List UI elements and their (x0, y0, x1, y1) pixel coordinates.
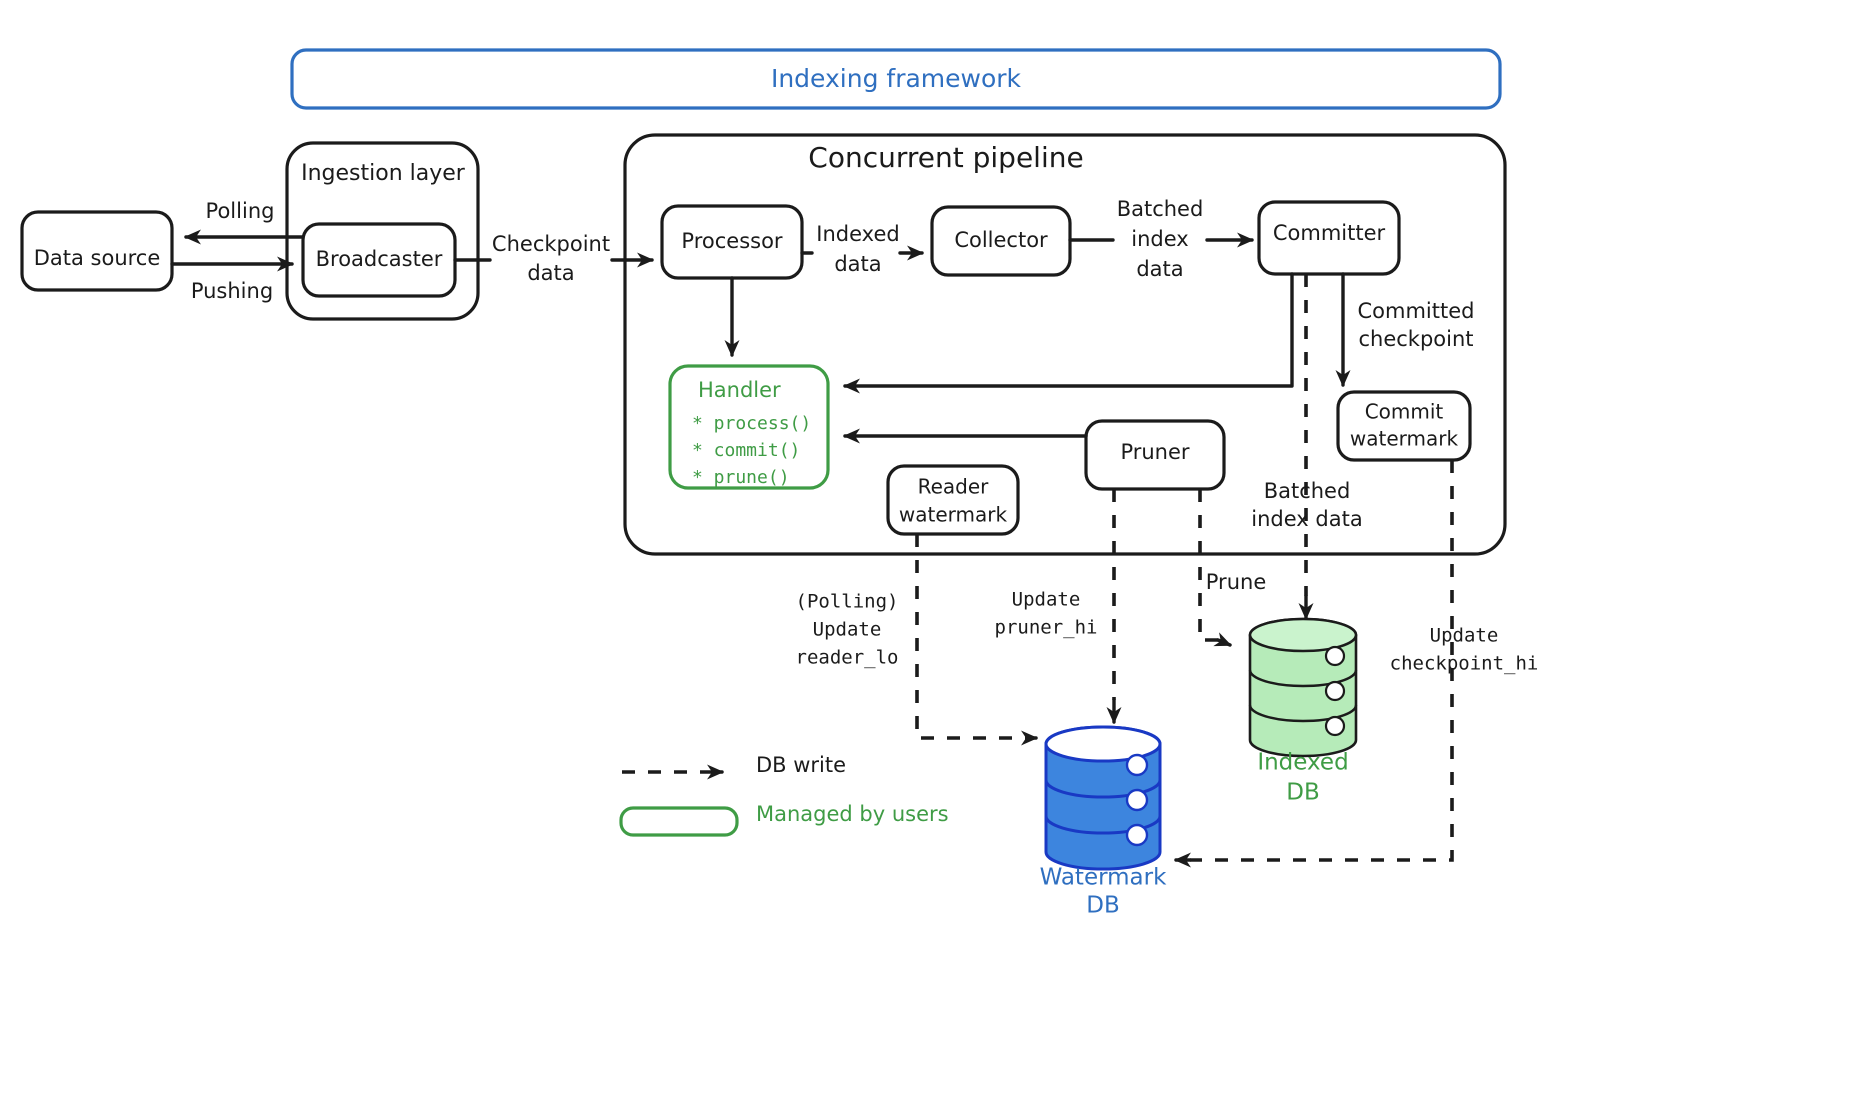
node-processor-label: Processor (681, 229, 783, 253)
edge-update-pruner-hi-label-2: pruner_hi (995, 617, 1098, 639)
edge-batched-index-data: Batched index data (1068, 197, 1252, 281)
edge-checkpoint-data-label-1: Checkpoint (492, 232, 610, 256)
edge-batched-index-data2-label-2: index data (1251, 507, 1362, 531)
node-commit-watermark[interactable]: Commit watermark (1336, 390, 1472, 462)
node-handler-method-commit: * commit() (692, 440, 800, 461)
group-title-indexing-framework: Indexing framework (771, 64, 1022, 93)
edge-committer-to-indexed-db: Batched index data (1251, 274, 1363, 620)
edge-update-checkpoint-hi-label-2: checkpoint_hi (1390, 653, 1539, 675)
edge-batched-index-data-label-3: data (1136, 257, 1183, 281)
edge-commit-watermark-to-watermark-db: Update checkpoint_hi (1174, 460, 1539, 868)
edge-reader-watermark-to-watermark-db: (Polling) Update reader_lo (796, 534, 1038, 746)
node-handler-title: Handler (698, 378, 781, 402)
edge-pruner-to-indexed-db: Prune (1198, 489, 1266, 647)
legend-item-db-write: DB write (622, 753, 846, 780)
edge-batched-index-data-label-2: index (1131, 227, 1188, 251)
group-title-ingestion-layer: Ingestion layer (301, 161, 466, 186)
node-broadcaster[interactable]: Broadcaster (301, 222, 457, 298)
node-reader-watermark[interactable]: Reader watermark (886, 464, 1020, 536)
legend-item-managed-by-users: Managed by users (619, 802, 949, 837)
edge-batched-index-data2-label-1: Batched (1264, 479, 1351, 503)
database-indexed-db-label-2: DB (1286, 780, 1320, 806)
database-indexed-db-label-1: Indexed (1257, 750, 1348, 776)
group-ingestion-layer: Ingestion layer (285, 141, 480, 321)
legend: DB write Managed by users (619, 753, 949, 837)
node-reader-watermark-label-2: watermark (899, 503, 1008, 527)
node-handler-method-prune: * prune() (692, 467, 790, 488)
edge-pushing-label: Pushing (191, 279, 273, 303)
node-committer[interactable]: Committer (1257, 200, 1401, 276)
node-collector[interactable]: Collector (930, 205, 1072, 277)
legend-label-db-write: DB write (756, 753, 846, 777)
node-data-source[interactable]: Data source (20, 210, 174, 292)
edge-committed-checkpoint-label-2: checkpoint (1358, 327, 1473, 351)
edge-pruner-to-watermark-db: Update pruner_hi (995, 489, 1122, 724)
legend-label-managed-by-users: Managed by users (756, 802, 949, 826)
node-broadcaster-label: Broadcaster (316, 247, 443, 271)
edge-update-checkpoint-hi-label-1: Update (1430, 625, 1499, 647)
node-reader-watermark-label-1: Reader (918, 475, 990, 499)
edge-checkpoint-data: Checkpoint data (453, 232, 652, 285)
node-handler-method-process: * process() (692, 413, 811, 434)
node-handler[interactable]: Handler * process() * commit() * prune() (668, 364, 830, 490)
edge-update-pruner-hi-label-1: Update (1012, 589, 1081, 611)
node-processor[interactable]: Processor (660, 204, 804, 280)
group-concurrent-pipeline: Concurrent pipeline (623, 133, 1507, 556)
edge-indexed-data-label-1: Indexed (816, 222, 899, 246)
database-indexed-db[interactable]: Indexed DB (1248, 617, 1358, 806)
edge-prune-label: Prune (1206, 570, 1266, 594)
edge-committed-checkpoint-label-1: Committed (1358, 299, 1475, 323)
node-commit-watermark-label-1: Commit (1365, 400, 1444, 424)
node-collector-label: Collector (954, 228, 1048, 252)
edge-indexed-data: Indexed data (800, 222, 922, 276)
edge-committer-to-handler (843, 272, 1294, 394)
edge-reader-watermark-label-3: reader_lo (796, 647, 899, 669)
edge-polling: Polling (184, 199, 305, 245)
edge-checkpoint-data-label-2: data (527, 261, 574, 285)
node-pruner-label: Pruner (1120, 440, 1189, 464)
edge-reader-watermark-label-2: Update (813, 619, 882, 641)
database-watermark-db[interactable]: Watermark DB (1040, 725, 1168, 919)
edge-batched-index-data-label-1: Batched (1117, 197, 1204, 221)
group-title-concurrent-pipeline: Concurrent pipeline (808, 141, 1083, 174)
edge-pushing: Pushing (170, 256, 294, 303)
edge-committed-checkpoint: Committed checkpoint (1335, 272, 1475, 387)
database-watermark-db-label-2: DB (1086, 893, 1120, 919)
edge-reader-watermark-label-1: (Polling) (796, 591, 899, 613)
database-watermark-db-label-1: Watermark (1040, 865, 1168, 891)
node-committer-label: Committer (1273, 221, 1386, 245)
group-indexing-framework: Indexing framework (290, 48, 1502, 110)
node-pruner[interactable]: Pruner (1084, 419, 1226, 491)
node-commit-watermark-label-2: watermark (1350, 427, 1459, 451)
edge-indexed-data-label-2: data (834, 252, 881, 276)
node-data-source-label: Data source (34, 246, 161, 270)
edge-polling-label: Polling (206, 199, 275, 223)
